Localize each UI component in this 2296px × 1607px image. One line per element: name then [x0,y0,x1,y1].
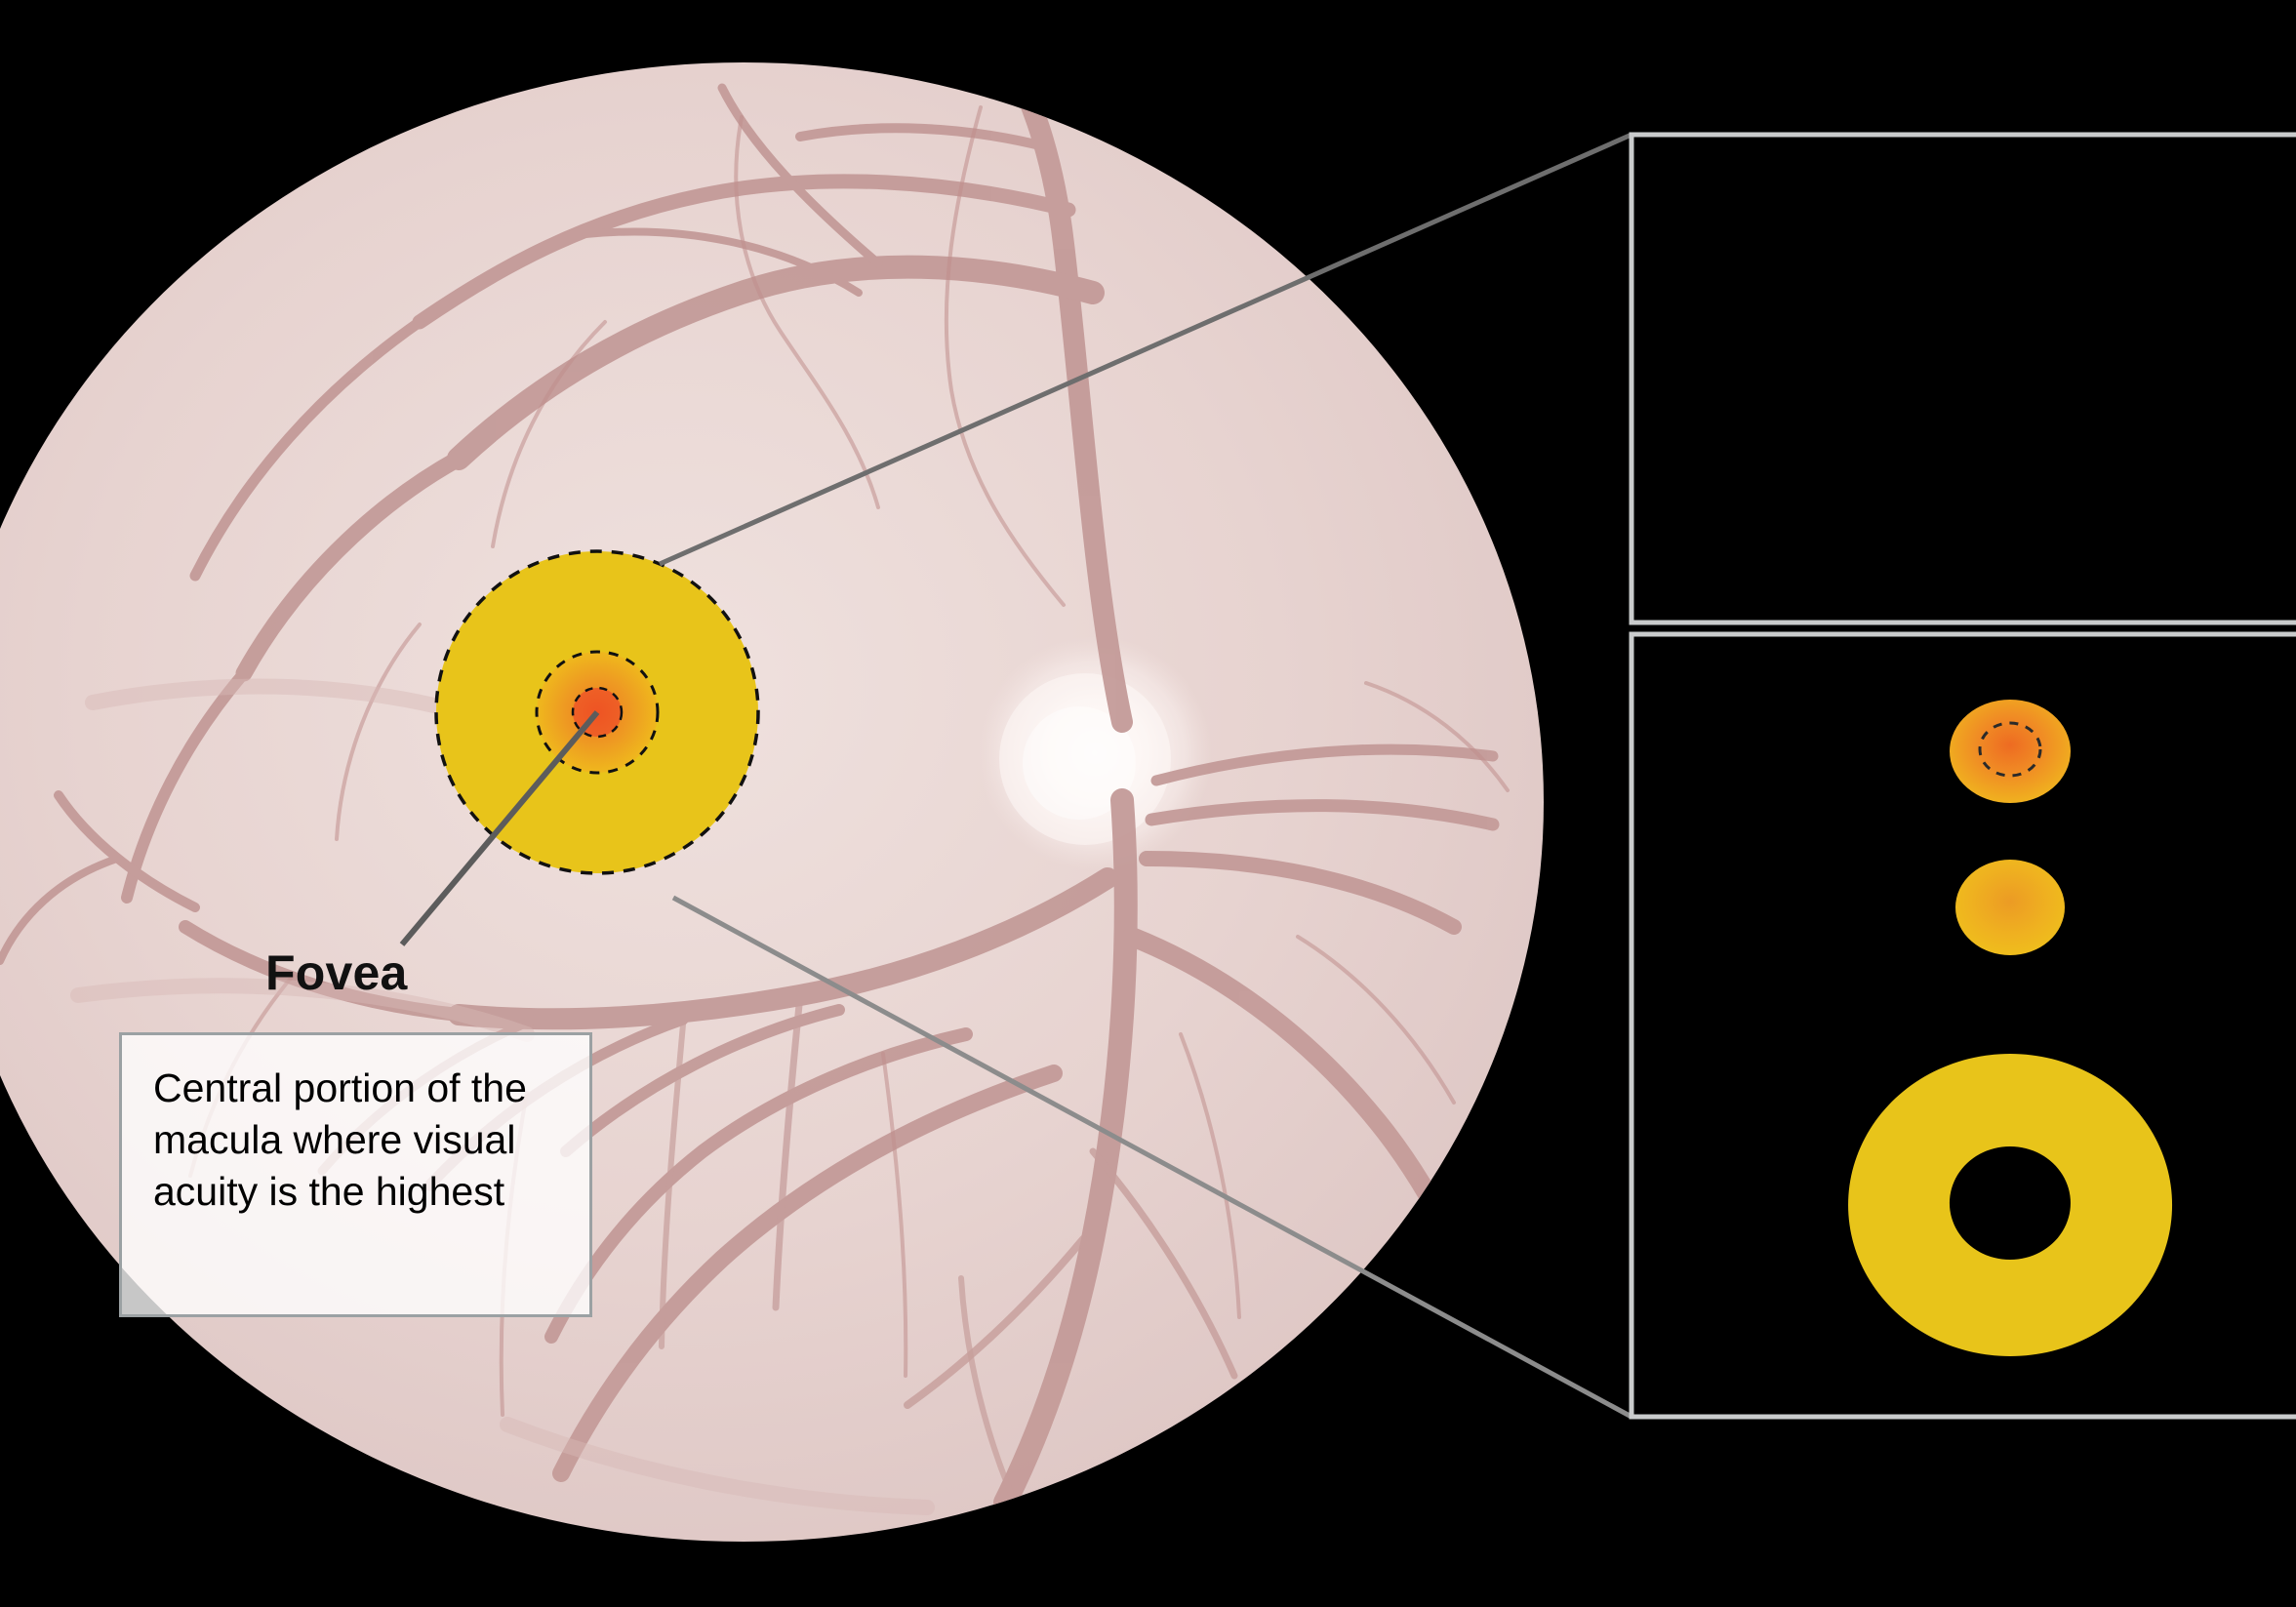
fovea-leader-line [399,710,600,946]
inset-macula-ring-layer [1848,1054,2173,1356]
inset-connector-top [658,132,1633,567]
vessel-tree [0,62,1510,1515]
inset-connector-bottom [671,895,1633,1420]
inset-panel-bottom[interactable] [1629,631,2296,1420]
description-callout-text: Central portion of the macula where visu… [153,1065,527,1214]
optic-disc [978,636,1212,870]
fundus-group [0,62,1544,1542]
fovea-title-label: Fovea [265,945,408,1000]
inset-fovea-dashed-ring [1978,721,2042,778]
inset-panel-top[interactable] [1629,132,2296,625]
inset-fovea-layer [1950,700,2071,803]
inset-panel-top-frame [1629,132,2296,625]
description-callout-box: Central portion of the macula where visu… [119,1032,592,1317]
inset-parafovea-layer [1955,860,2065,955]
